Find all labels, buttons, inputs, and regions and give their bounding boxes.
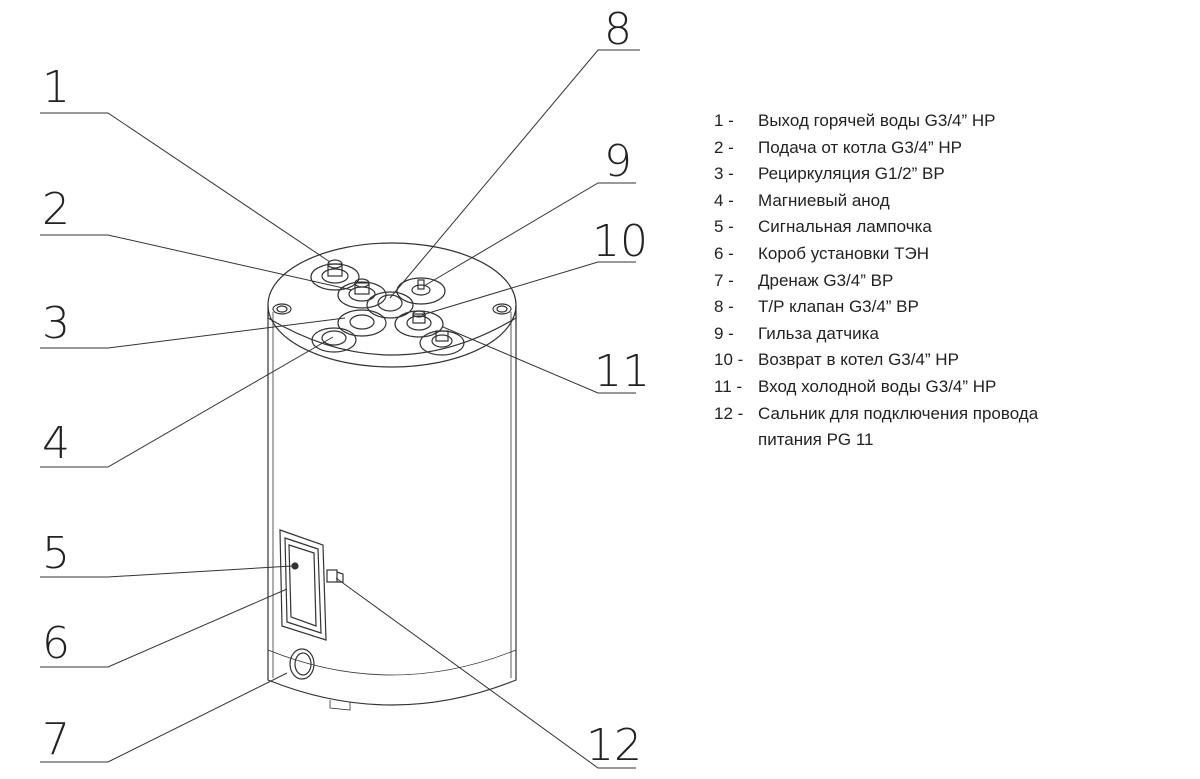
legend-text: питания PG 11	[758, 430, 874, 450]
legend-text: Короб установки ТЭН	[758, 243, 929, 263]
legend-item: 8 - Т/Р клапан G3/4” ВР	[708, 294, 1038, 321]
tank-body	[267, 312, 517, 706]
legend-text: Возврат в котел G3/4” НР	[758, 350, 959, 370]
legend-item: 7 - Дренаж G3/4” ВР	[708, 268, 1038, 295]
legend-text: Сигнальная лампочка	[758, 217, 932, 237]
legend-text: Гильза датчика	[758, 323, 879, 343]
legend-item: 10 - Возврат в котел G3/4” НР	[708, 347, 1038, 374]
legend-number: 2 -	[714, 137, 734, 157]
legend-number: 5 -	[714, 217, 734, 237]
fitting-11	[419, 330, 465, 356]
callout-3: 3	[42, 298, 70, 349]
legend-text: Сальник для подключения провода	[758, 403, 1039, 423]
callout-10: 10	[592, 216, 648, 267]
tank-top	[267, 242, 517, 368]
cable-gland	[326, 569, 344, 583]
fitting-2	[337, 278, 387, 309]
fitting-4	[311, 327, 357, 353]
legend-number: 4 -	[714, 190, 734, 210]
legend-item: 5 - Сигнальная лампочка	[708, 214, 1038, 241]
drain	[289, 648, 315, 680]
legend-number: 3 -	[714, 164, 734, 184]
callout-2: 2	[42, 184, 70, 235]
tank-drawing	[267, 242, 517, 711]
legend-number	[708, 427, 758, 454]
legend-text: Подача от котла G3/4” НР	[758, 137, 962, 157]
legend-item: 9 - Гильза датчика	[708, 321, 1038, 348]
callout-4: 4	[42, 418, 70, 469]
legend-item: 2 - Подача от котла G3/4” НР	[708, 135, 1038, 162]
heater-box	[279, 529, 327, 641]
legend-item: 1 - Выход горячей воды G3/4” НР	[708, 108, 1038, 135]
callout-8: 8	[604, 4, 632, 55]
legend-text: Магниевый анод	[758, 190, 890, 210]
fitting-3	[337, 309, 387, 337]
callout-6: 6	[42, 618, 70, 669]
legend-number: 9 -	[714, 323, 734, 343]
legend-text: Рециркуляция G1/2” ВР	[758, 164, 945, 184]
leader-lines	[40, 49, 640, 769]
callout-11: 11	[594, 346, 650, 397]
legend-text: Выход горячей воды G3/4” НР	[758, 111, 996, 130]
legend-number: 1 -	[714, 111, 734, 130]
callout-7: 7	[42, 714, 70, 765]
legend-number: 8 -	[714, 297, 734, 317]
legend-item: 4 - Магниевый анод	[708, 188, 1038, 215]
callout-5: 5	[42, 528, 70, 579]
legend-number: 12 -	[714, 403, 744, 423]
callout-numbers: 1 2 3 4 5 6 7 8 9 10 11 12	[42, 4, 650, 771]
fitting-9	[396, 277, 446, 305]
legend: 1 - Выход горячей воды G3/4” НР 2 - Подача …	[708, 108, 1038, 454]
fitting-8	[366, 291, 414, 319]
legend-text: Дренаж G3/4” ВР	[758, 270, 894, 290]
legend-number: 6 -	[714, 243, 734, 263]
legend-number: 7 -	[714, 270, 734, 290]
legend-number: 10 -	[714, 350, 744, 370]
legend-item: питания PG 11	[708, 427, 1038, 454]
callout-1: 1	[42, 62, 70, 113]
legend-item: 11 - Вход холодной воды G3/4” НР	[708, 374, 1038, 401]
legend-text: Вход холодной воды G3/4” НР	[758, 376, 997, 396]
legend-item: 3 - Рециркуляция G1/2” ВР	[708, 161, 1038, 188]
legend-number: 11 -	[714, 376, 743, 396]
callout-9: 9	[604, 136, 632, 187]
legend-text: Т/Р клапан G3/4” ВР	[758, 297, 919, 317]
legend-item: 12 - Сальник для подключения провода	[708, 401, 1038, 428]
callout-12: 12	[586, 720, 642, 771]
fitting-1	[310, 259, 360, 291]
legend-item: 6 - Короб установки ТЭН	[708, 241, 1038, 268]
